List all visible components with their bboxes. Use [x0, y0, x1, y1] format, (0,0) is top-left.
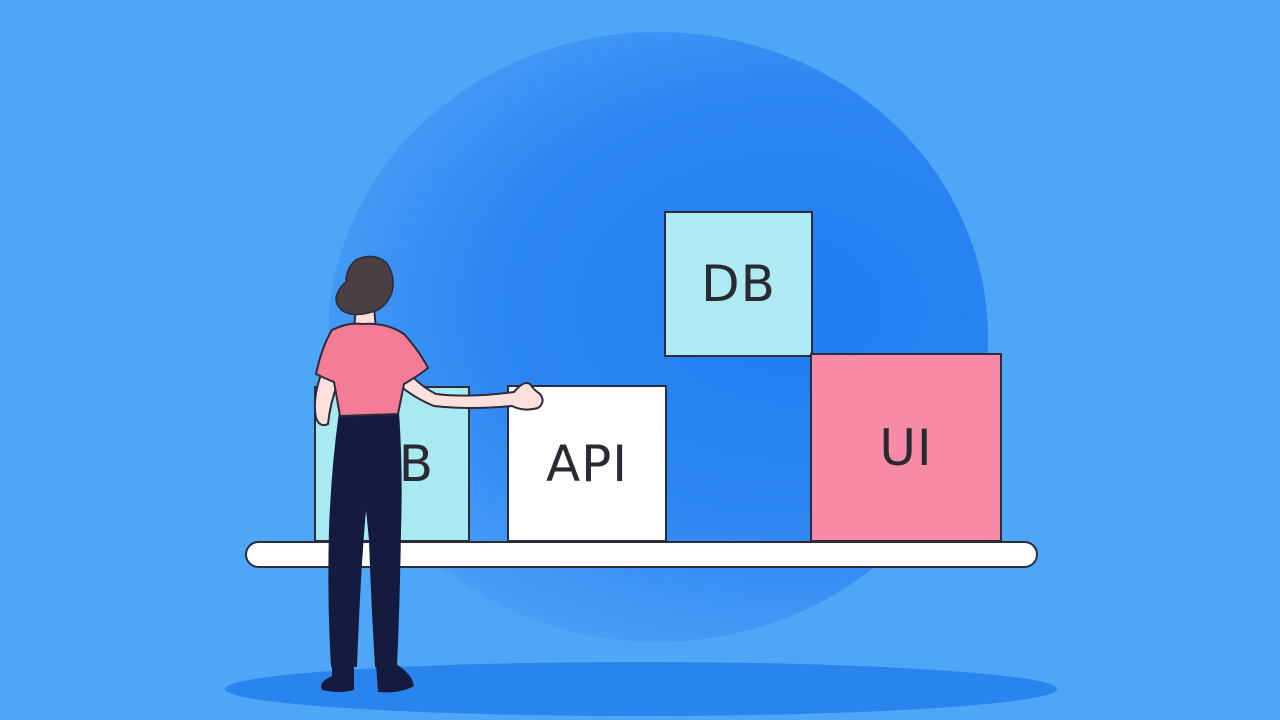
ui-block-label: UI [879, 418, 933, 477]
person-right-arm [396, 366, 544, 411]
person-shirt [314, 322, 430, 418]
person-right-shoe [376, 664, 414, 693]
db-block-top: DB [664, 211, 813, 357]
person-hair [335, 255, 394, 316]
api-block-label: API [545, 434, 629, 493]
ground-shadow [225, 662, 1057, 716]
person-left-arm [313, 370, 340, 427]
api-block: API [507, 385, 667, 542]
person-left-shoe [321, 664, 354, 692]
person-trousers [328, 411, 402, 667]
db-block-top-label: DB [701, 255, 776, 313]
db-block-left-label: B [398, 435, 434, 493]
ui-block: UI [810, 353, 1002, 542]
